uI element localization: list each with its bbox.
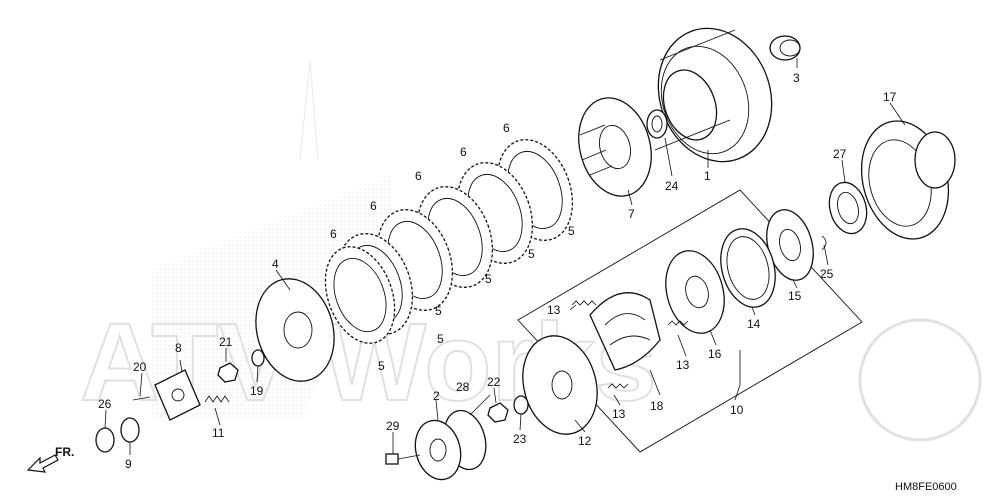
part-23-washer	[513, 395, 529, 415]
callout-17: 17	[883, 90, 897, 104]
callout-11: 11	[212, 426, 225, 440]
callout-23: 23	[513, 432, 527, 446]
spring-13-c	[607, 383, 629, 389]
callout-5-e: 5	[437, 332, 444, 346]
callout-26: 26	[98, 397, 112, 411]
spring-13-a	[571, 300, 597, 306]
callout-5-a: 5	[568, 224, 575, 238]
part-17-drive-housing	[860, 120, 956, 240]
callout-28: 28	[456, 380, 470, 394]
callout-13-a: 13	[547, 303, 561, 317]
diagram-code: HM8FE0600	[895, 481, 957, 493]
part-1-clutch-outer	[654, 27, 773, 163]
callout-5-d: 5	[435, 304, 442, 318]
callout-4: 4	[272, 257, 279, 271]
part-12-drive-plate	[522, 335, 598, 435]
part-27-bearing	[828, 181, 868, 235]
part-9-bearing	[120, 417, 140, 443]
callout-27: 27	[833, 147, 847, 161]
part-7-clutch-center	[578, 97, 652, 197]
callout-13-b: 13	[676, 358, 690, 372]
part-19-washer	[251, 349, 265, 367]
callout-10: 10	[730, 403, 744, 417]
leader-lines	[104, 58, 906, 455]
part-24-washer	[646, 109, 668, 139]
callout-6-b: 6	[460, 145, 467, 159]
part-11-spring	[204, 395, 230, 403]
callout-6-a: 6	[503, 121, 510, 135]
callout-7: 7	[628, 207, 635, 221]
callout-24: 24	[665, 179, 679, 193]
part-4-pressure-plate	[255, 278, 335, 382]
callout-5-c: 5	[485, 272, 492, 286]
part-8-lifter-plate	[154, 369, 201, 421]
callout-9: 9	[125, 457, 132, 471]
callout-6-d: 6	[370, 199, 377, 213]
callout-1: 1	[704, 169, 711, 183]
callout-2: 2	[433, 389, 440, 403]
callout-15: 15	[788, 289, 802, 303]
part-14-plate	[720, 228, 776, 308]
part-29-bolt	[385, 453, 421, 465]
clutch-disc-stack	[324, 139, 574, 344]
callout-5-f: 5	[378, 359, 385, 373]
callout-6-c: 6	[415, 169, 422, 183]
spring-13-b	[667, 320, 689, 326]
part-26-cap	[95, 427, 115, 453]
callout-25: 25	[820, 267, 834, 281]
part-3-bushing	[769, 35, 801, 61]
callout-5-b: 5	[528, 247, 535, 261]
callout-19: 19	[250, 384, 264, 398]
callout-12: 12	[578, 434, 592, 448]
part-16-plate	[665, 250, 725, 334]
callout-16: 16	[708, 347, 722, 361]
part-22-nut	[487, 402, 509, 423]
part-18-weights	[589, 292, 661, 371]
callout-8: 8	[175, 341, 182, 355]
callout-3: 3	[793, 71, 800, 85]
callout-22: 22	[487, 375, 501, 389]
callout-20: 20	[133, 360, 147, 374]
callout-13-c: 13	[612, 407, 626, 421]
callout-29: 29	[386, 419, 400, 433]
assembly-box-10	[517, 189, 863, 453]
front-label: FR.	[55, 445, 74, 459]
front-arrow-icon	[26, 454, 59, 473]
front-direction-indicator: FR.	[26, 445, 74, 473]
part-25-clip	[821, 235, 827, 251]
part-20-bolt	[132, 396, 151, 401]
callout-14: 14	[747, 317, 761, 331]
callout-18: 18	[650, 399, 664, 413]
callout-6-e: 6	[330, 227, 337, 241]
callout-21: 21	[219, 335, 233, 349]
callout-labels: 1 2 3 4 5 5 5 5 5 5 6 6 6 6 6 7 8 9 10 1…	[98, 71, 897, 471]
part-21-nut	[217, 362, 239, 383]
